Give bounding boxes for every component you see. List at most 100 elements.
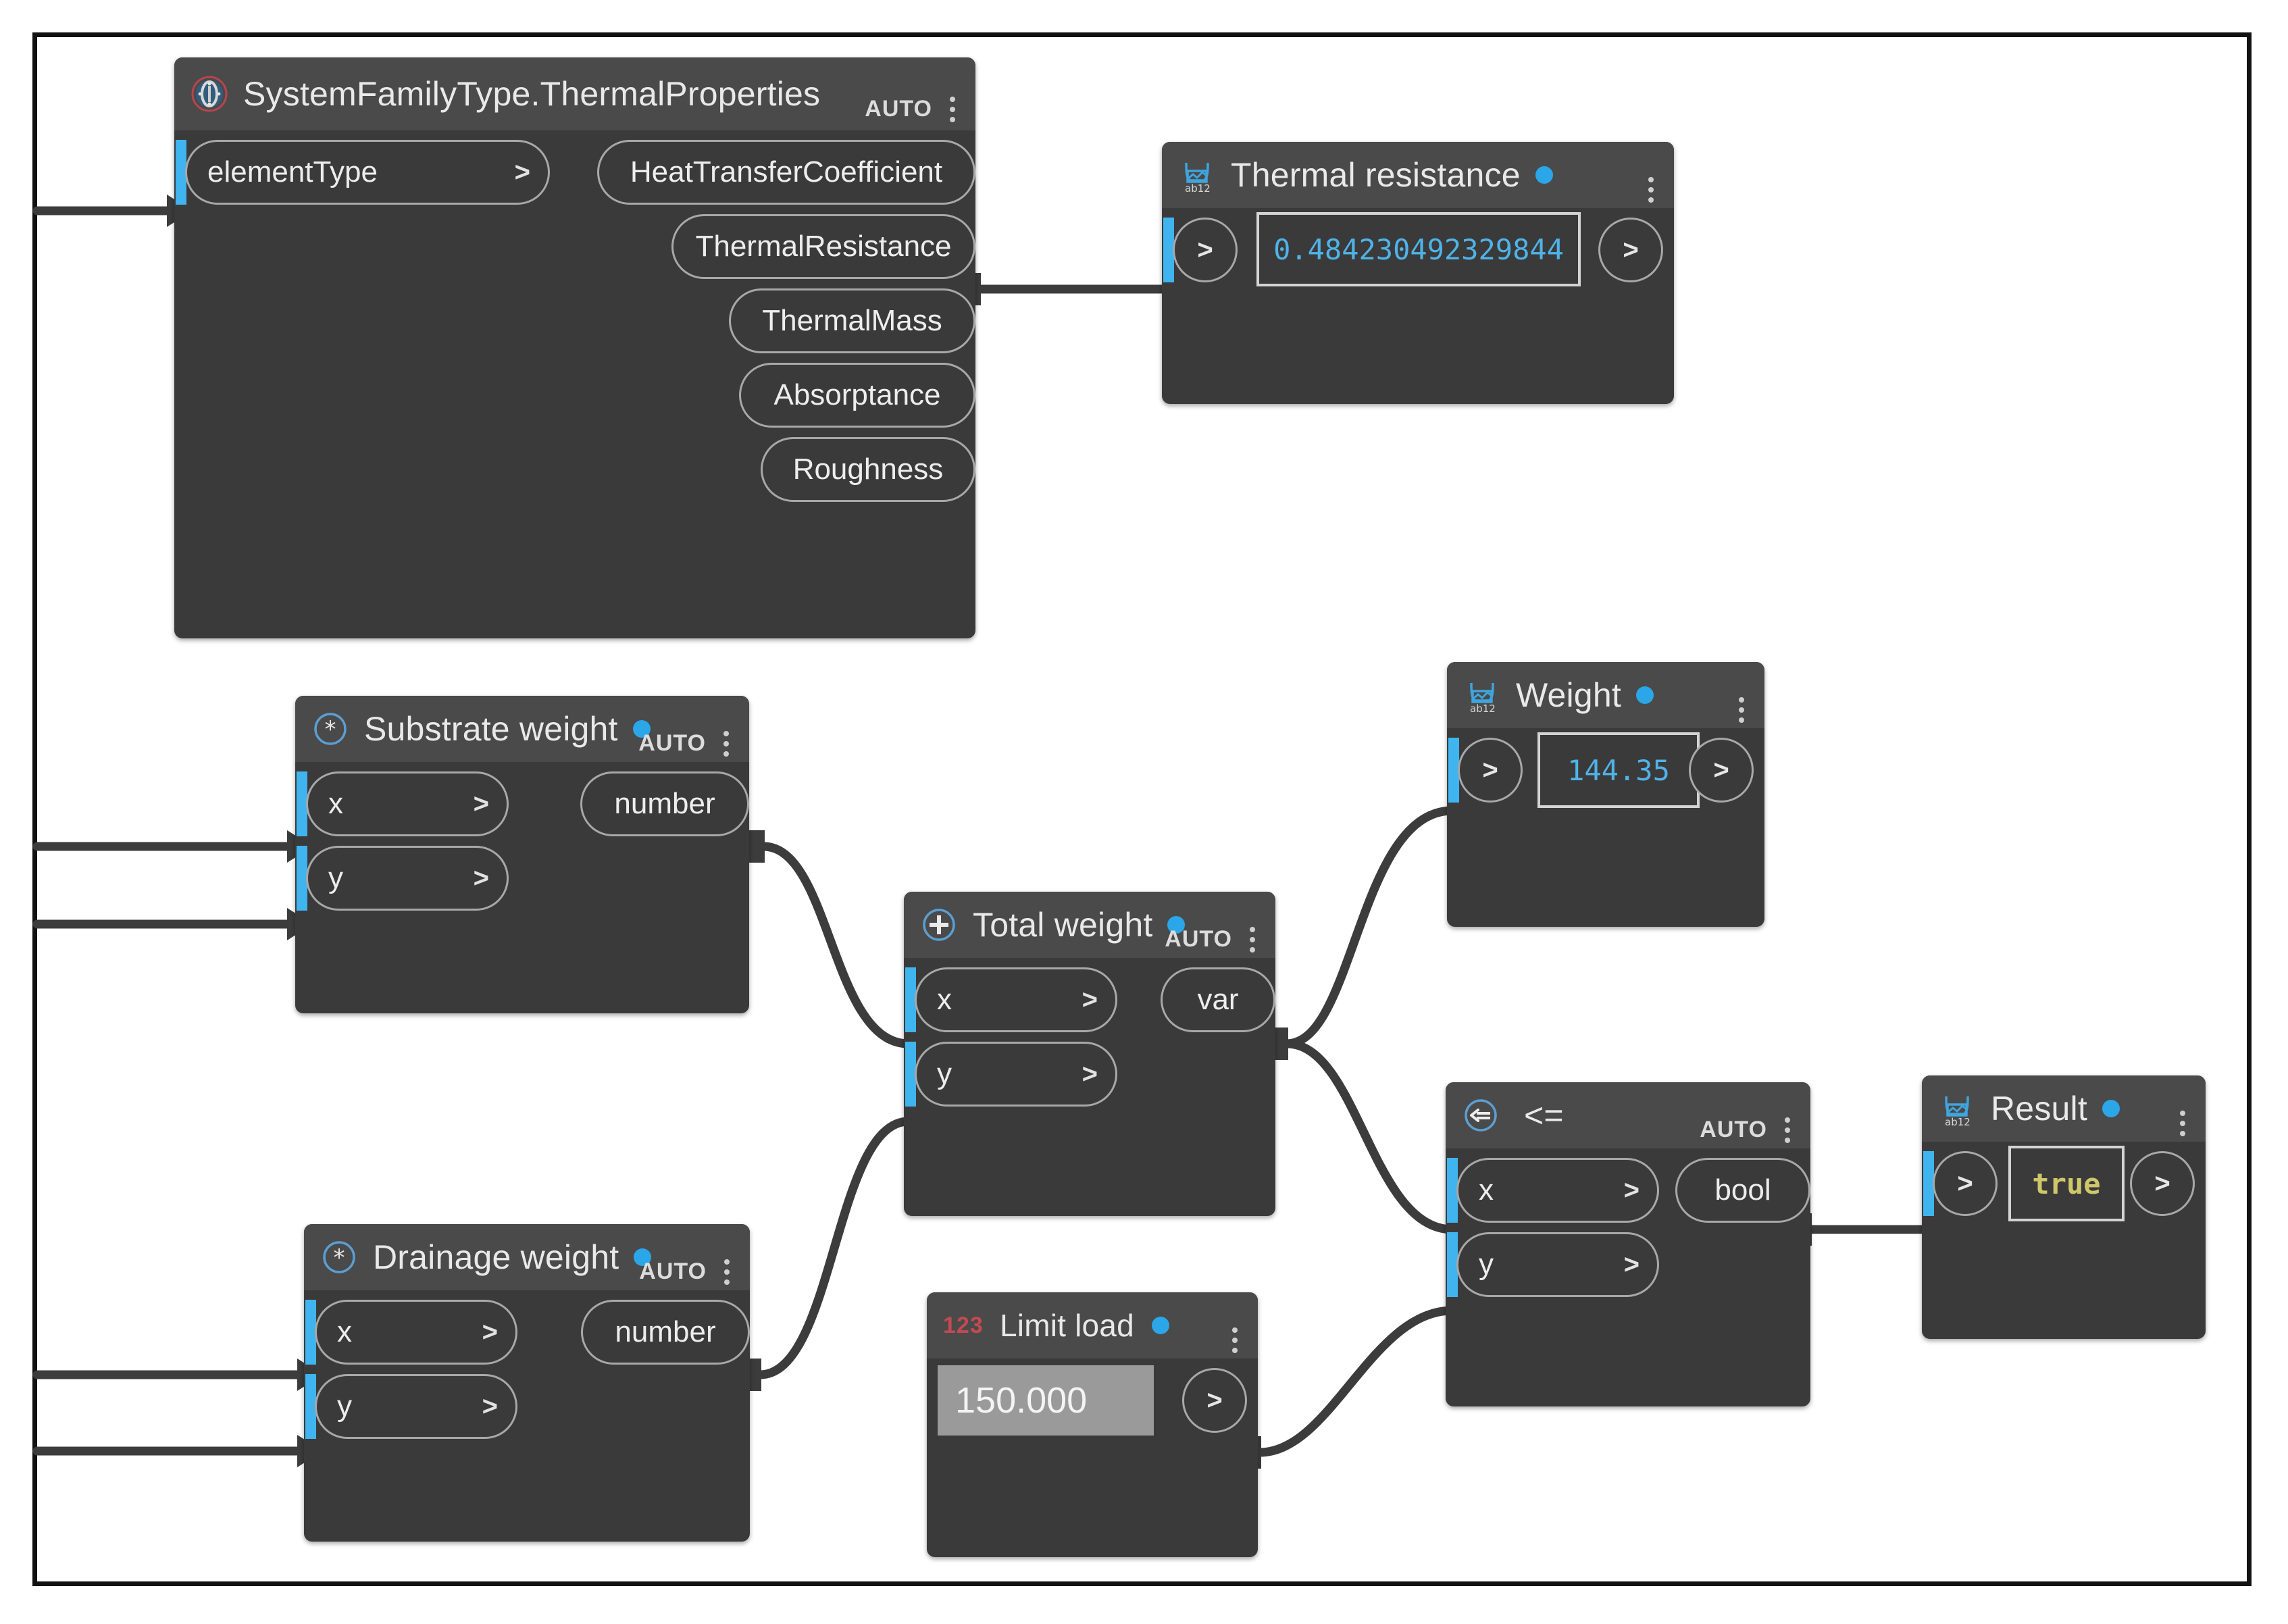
kebab-menu-icon[interactable] [1739,697,1744,723]
node-system-family-type-thermal-properties[interactable]: SystemFamilyType.ThermalProperties eleme… [174,57,975,638]
node-title: Drainage weight [373,1238,619,1276]
kebab-menu-icon[interactable] [724,1259,730,1285]
output-port-ThermalMass[interactable]: ThermalMass [729,288,975,353]
number-123-icon: 123 [943,1312,984,1338]
input-port-x[interactable]: x > [306,771,509,836]
input-port-label: y [328,861,343,894]
node-header[interactable]: ab12 Thermal resistance [1162,142,1674,208]
node-title: Weight [1516,676,1621,714]
chevron-right-icon: > [473,788,489,819]
node-body: x > y > number AUTO [304,1259,750,1439]
node-title: Limit load [1000,1308,1134,1343]
node-thermal-resistance-watch[interactable]: ab12 Thermal resistance > 0.484230492329… [1162,142,1674,404]
chevron-right-icon: > [1482,755,1498,785]
output-port-label: bool [1714,1173,1771,1207]
node-body: > 144.35 > [1447,697,1764,808]
input-port-y[interactable]: y > [915,1042,1117,1107]
node-header[interactable]: Total weight [904,892,1275,958]
output-port-stub[interactable]: > [1689,738,1754,803]
node-total-weight[interactable]: Total weight x > y > var AUTO [904,892,1275,1216]
input-port-y[interactable]: y > [1456,1232,1659,1297]
input-connected-marker [1163,218,1174,282]
node-body: 150.000 > [927,1327,1258,1436]
kebab-menu-icon[interactable] [1232,1327,1238,1353]
plus-circle-icon [923,909,955,941]
input-connected-marker [905,1042,916,1107]
status-badge [634,1248,652,1266]
auto-run-label: AUTO [865,96,932,122]
node-result-watch[interactable]: ab12 Result > true > [1922,1075,2206,1339]
input-port-stub[interactable]: > [1933,1151,1998,1216]
output-port-HeatTransferCoefficient[interactable]: HeatTransferCoefficient [597,140,975,205]
output-port-number[interactable]: number [581,1300,750,1365]
output-port-label: HeatTransferCoefficient [630,155,943,188]
node-title: Total weight [973,906,1153,944]
node-weight-watch[interactable]: ab12 Weight > 144.35 > [1447,662,1764,927]
node-footer: AUTO [638,725,749,769]
kebab-menu-icon[interactable] [1250,926,1255,953]
output-port-stub[interactable]: > [2130,1151,2195,1216]
input-connected-marker [1447,1232,1458,1297]
node-header[interactable]: 123 Limit load [927,1292,1258,1359]
status-badge [1635,686,1654,704]
input-port-label: elementType [207,155,378,188]
node-header[interactable]: ab12 Result [1922,1075,2206,1142]
output-port-stub[interactable]: > [1598,218,1663,282]
output-port-Roughness[interactable]: Roughness [761,437,975,502]
chevron-right-icon: > [1713,755,1729,785]
input-connected-marker [305,1300,316,1365]
input-connected-marker [297,771,307,836]
input-connected-marker [1447,1158,1458,1223]
node-title: Substrate weight [364,710,618,748]
node-header[interactable]: * Substrate weight [295,696,749,762]
multiply-circle-icon: * [314,713,347,745]
output-port-label: var [1197,983,1239,1016]
chevron-right-icon: > [1623,1175,1639,1205]
input-port-elementType[interactable]: elementType > [185,140,550,205]
node-less-than-or-equal[interactable]: <= x > y > bool AUTO [1446,1082,1810,1406]
chevron-right-icon: > [482,1391,498,1421]
output-port-number[interactable]: number [580,771,749,836]
node-limit-load[interactable]: 123 Limit load 150.000 > [927,1292,1258,1557]
input-port-stub[interactable]: > [1173,218,1238,282]
input-port-stub[interactable]: > [1458,738,1523,803]
number-input-field[interactable]: 150.000 [938,1365,1154,1436]
chevron-right-icon: > [1206,1385,1223,1415]
svg-text:ab12: ab12 [1470,703,1496,714]
node-drainage-weight[interactable]: * Drainage weight x > y > number AUTO [304,1224,750,1542]
input-port-x[interactable]: x > [1456,1158,1659,1223]
output-port-var[interactable]: var [1161,967,1275,1032]
input-port-label: x [1479,1173,1494,1207]
kebab-menu-icon[interactable] [2180,1111,2185,1136]
status-badge [632,720,651,738]
output-port-label: Roughness [792,453,944,486]
watch-value-display: true [2008,1146,2125,1221]
chevron-right-icon: > [473,863,489,893]
output-port-ThermalResistance[interactable]: ThermalResistance [671,214,975,279]
watch-ab12-icon: ab12 [1945,1096,1971,1127]
node-substrate-weight[interactable]: * Substrate weight x > y > number AUTO [295,696,749,1013]
node-header[interactable]: SystemFamilyType.ThermalProperties [174,57,975,130]
svg-text:*: * [334,1244,345,1271]
kebab-menu-icon[interactable] [1785,1117,1790,1143]
input-port-y[interactable]: y > [315,1374,517,1439]
node-header[interactable]: ab12 Weight [1447,662,1764,728]
input-port-x[interactable]: x > [915,967,1117,1032]
output-port-Absorptance[interactable]: Absorptance [739,363,975,428]
node-header[interactable]: * Drainage weight [304,1224,750,1290]
node-header[interactable]: <= [1446,1082,1810,1148]
kebab-menu-icon[interactable] [1648,177,1654,203]
output-port-stub[interactable]: > [1182,1368,1247,1433]
input-port-label: y [937,1057,952,1090]
kebab-menu-icon[interactable] [723,730,729,757]
svg-text:*: * [325,716,336,743]
input-port-y[interactable]: y > [306,846,509,911]
output-port-label: Absorptance [773,378,941,411]
status-badge [1151,1317,1169,1334]
kebab-menu-icon[interactable] [950,96,955,122]
chevron-right-icon: > [2154,1168,2170,1198]
watch-value-display: 0.484230492329844 [1256,212,1581,286]
chevron-right-icon: > [482,1317,498,1347]
output-port-bool[interactable]: bool [1675,1158,1810,1223]
input-port-x[interactable]: x > [315,1300,517,1365]
